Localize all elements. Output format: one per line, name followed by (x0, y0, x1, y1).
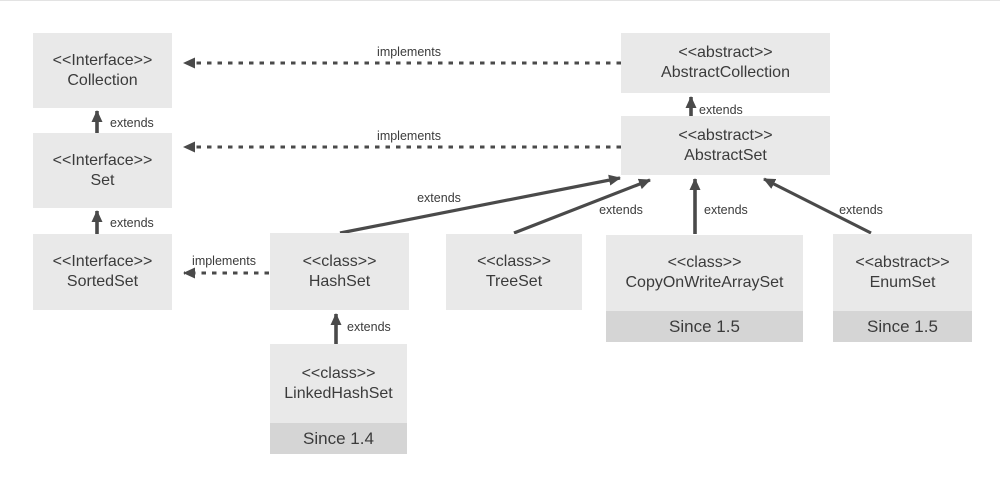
since-version-badge: Since 1.5 (606, 311, 803, 342)
node-name: SortedSet (66, 273, 139, 290)
node-body: <<Interface>> SortedSet (33, 234, 172, 310)
node-set: <<Interface>> Set (33, 133, 172, 208)
node-stereotype: <<class>> (302, 252, 377, 270)
edge-label-copyonwritearrayset-extends-abstractset: extends (704, 203, 748, 217)
since-version-badge: Since 1.4 (270, 423, 407, 454)
node-sortedset: <<Interface>> SortedSet (33, 234, 172, 310)
node-abstractcollection: <<abstract>> AbstractCollection (621, 33, 830, 93)
node-body: <<abstract>> AbstractSet (621, 116, 830, 175)
node-enumset: <<abstract>> EnumSet Since 1.5 (833, 234, 972, 342)
node-name: AbstractCollection (661, 64, 790, 81)
node-body: <<abstract>> EnumSet (833, 234, 972, 311)
edge-label-hashset-extends-abstractset: extends (417, 191, 461, 205)
node-collection: <<Interface>> Collection (33, 33, 172, 108)
node-name: CopyOnWriteArraySet (625, 274, 784, 291)
top-border-line (0, 0, 1000, 1)
node-name: EnumSet (869, 273, 936, 291)
edge-label-treeset-extends-abstractset: extends (599, 203, 643, 217)
node-name: AbstractSet (684, 146, 767, 164)
arrow-enumset-extends-abstractset (763, 177, 872, 235)
node-body: <<abstract>> AbstractCollection (621, 33, 830, 93)
node-name: TreeSet (485, 273, 543, 290)
arrow-treeset-extends-abstractset (513, 178, 651, 235)
node-name: HashSet (308, 272, 371, 290)
node-name: Collection (67, 71, 138, 89)
node-name: LinkedHashSet (284, 384, 393, 402)
node-hashset: <<class>> HashSet (270, 233, 409, 310)
edge-label-enumset-extends-abstractset: extends (839, 203, 883, 217)
node-stereotype: <<class>> (477, 253, 551, 270)
node-body: <<Interface>> Set (33, 133, 172, 208)
node-stereotype: <<Interface>> (52, 151, 153, 169)
node-body: <<class>> TreeSet (446, 234, 582, 310)
node-body: <<class>> HashSet (270, 233, 409, 310)
node-stereotype: <<Interface>> (52, 51, 153, 69)
node-stereotype: <<class>> (301, 364, 376, 382)
edge-label-sortedset-extends-set: extends (110, 216, 154, 230)
node-treeset: <<class>> TreeSet (446, 234, 582, 310)
node-stereotype: <<abstract>> (855, 253, 950, 271)
node-stereotype: <<abstract>> (678, 44, 773, 61)
node-stereotype: <<abstract>> (678, 126, 773, 144)
node-stereotype: <<class>> (667, 254, 742, 271)
node-linkedhashset: <<class>> LinkedHashSet Since 1.4 (270, 344, 407, 454)
edge-label-set-extends-collection: extends (110, 116, 154, 130)
node-stereotype: <<Interface>> (52, 253, 153, 270)
edge-label-abstractset-extends-abstractcollection: extends (699, 103, 743, 117)
node-body: <<class>> LinkedHashSet (270, 344, 407, 423)
edge-label-hashset-implements-sortedset: implements (192, 254, 256, 268)
node-copyonwritearrayset: <<class>> CopyOnWriteArraySet Since 1.5 (606, 235, 803, 342)
since-version-badge: Since 1.5 (833, 311, 972, 342)
node-name: Set (90, 171, 115, 189)
arrow-hashset-extends-abstractset (339, 174, 621, 235)
edge-label-abstractcollection-implements-collection: implements (377, 45, 441, 59)
edge-label-abstractset-implements-set: implements (377, 129, 441, 143)
node-body: <<Interface>> Collection (33, 33, 172, 108)
node-body: <<class>> CopyOnWriteArraySet (606, 235, 803, 311)
node-abstractset: <<abstract>> AbstractSet (621, 116, 830, 175)
edge-label-linkedhashset-extends-hashset: extends (347, 320, 391, 334)
